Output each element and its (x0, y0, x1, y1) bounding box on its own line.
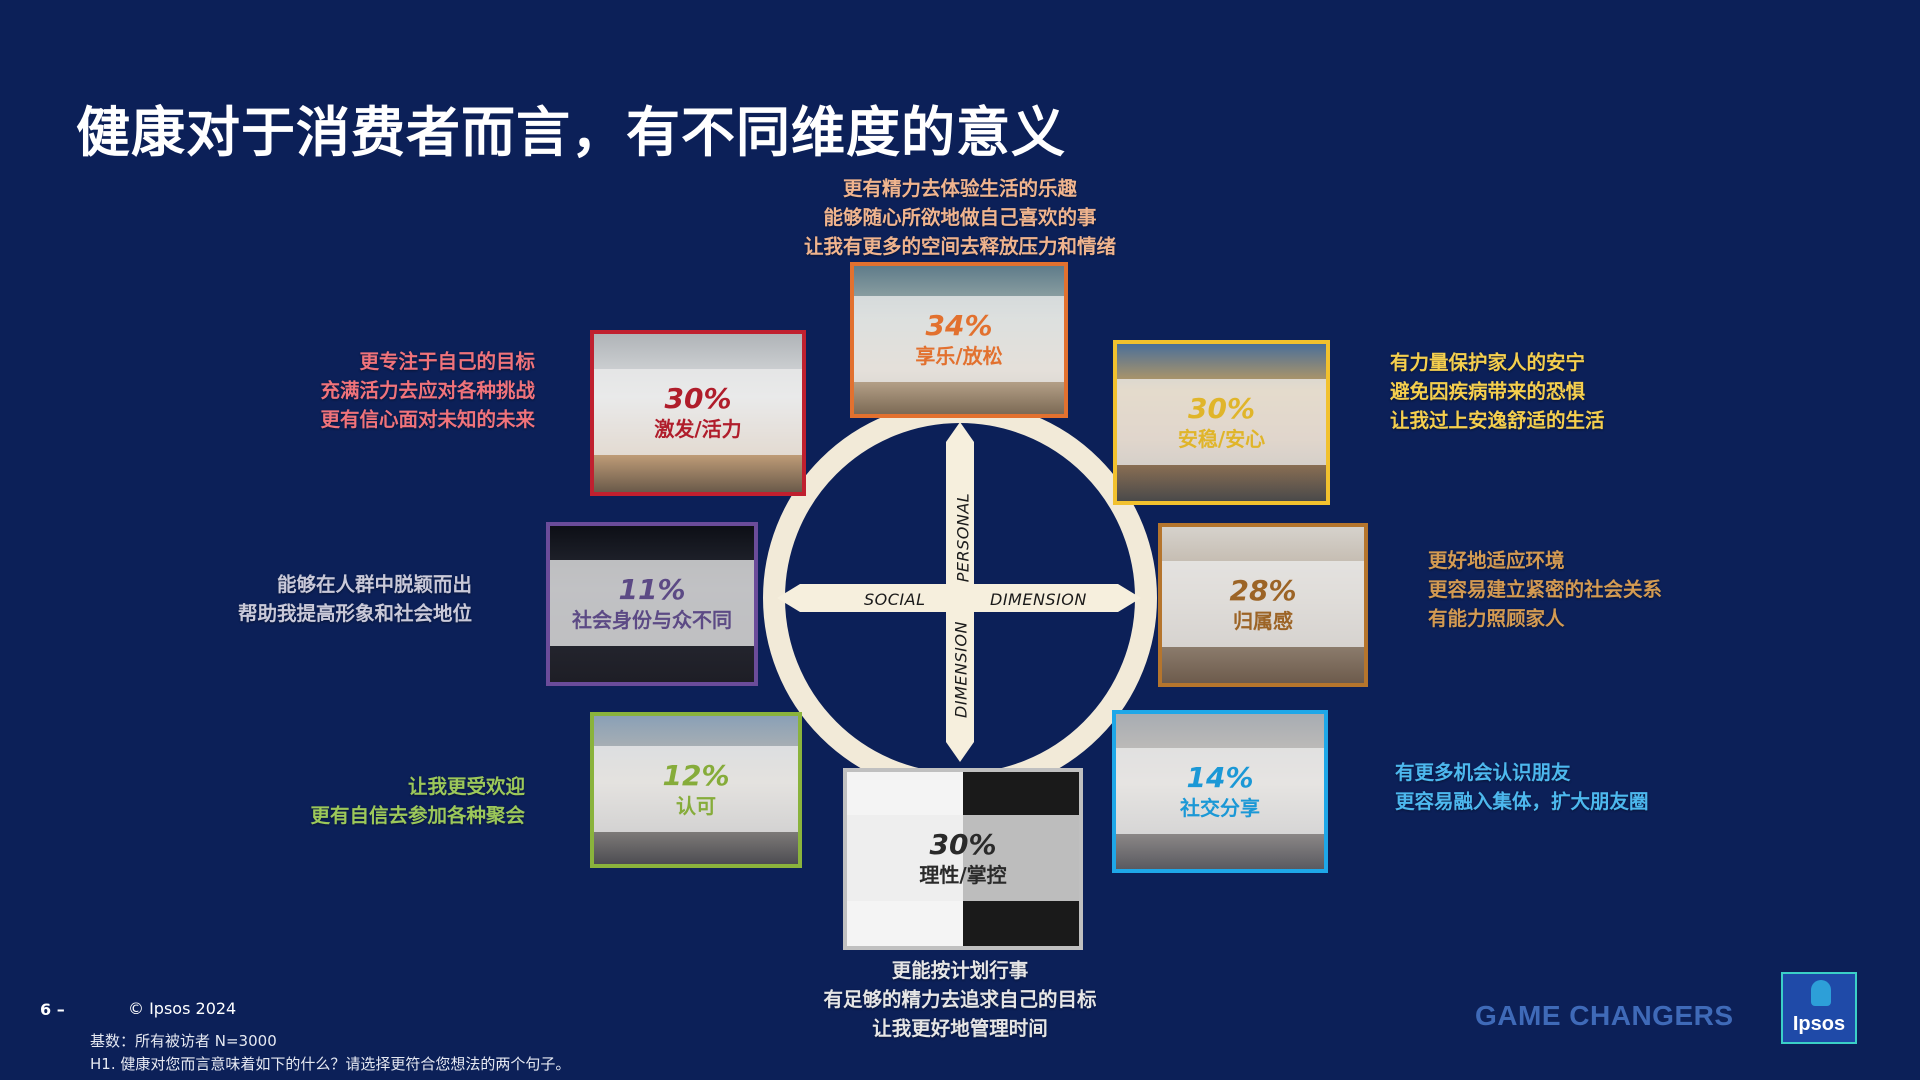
desc-social-share-line-1: 有更多机会认识朋友 (1395, 761, 1571, 784)
footer-question-note: H1. 健康对您而言意味着如下的什么？请选择更符合您想法的两个句子。 (90, 1055, 571, 1073)
desc-stable-line-1: 有力量保护家人的安宁 (1390, 351, 1586, 374)
desc-stable: 有力量保护家人的安宁 避免因疾病带来的恐惧 让我过上安逸舒适的生活 (1390, 348, 1605, 435)
desc-stable-line-3: 让我过上安逸舒适的生活 (1390, 409, 1605, 432)
pct-approval: 12% (662, 759, 730, 792)
desc-social-share: 有更多机会认识朋友 更容易融入集体，扩大朋友圈 (1395, 758, 1649, 816)
desc-enjoy-line-1: 更有精力去体验生活的乐趣 (842, 177, 1077, 200)
label-rational: 理性/掌控 (919, 863, 1007, 887)
desc-enjoy-line-3: 让我有更多的空间去释放压力和情绪 (803, 235, 1116, 258)
pct-social-share: 14% (1186, 760, 1254, 794)
desc-motivate: 更专注于自己的目标 充满活力去应对各种挑战 更有信心面对未知的未来 (235, 347, 535, 434)
axis-label-dimension-vertical: DIMENSION (951, 621, 971, 718)
desc-rational-line-2: 有足够的精力去追求自己的目标 (823, 988, 1097, 1011)
band-social-share: 14% 社交分享 (1116, 747, 1324, 834)
card-enjoy: 34% 享乐/放松 (850, 262, 1068, 418)
label-approval: 认可 (676, 794, 716, 818)
desc-belong-line-1: 更好地适应环境 (1428, 549, 1565, 572)
desc-rational: 更能按计划行事 有足够的精力去追求自己的目标 让我更好地管理时间 (780, 956, 1140, 1043)
card-approval: 12% 认可 (590, 712, 802, 868)
axis-label-social: SOCIAL (864, 590, 926, 609)
vertical-axis-arrow (946, 422, 974, 762)
footer-base-note: 基数：所有被访者 N=3000 (90, 1032, 277, 1050)
desc-approval-line-2: 更有自信去参加各种聚会 (310, 804, 525, 827)
label-enjoy: 享乐/放松 (915, 344, 1003, 368)
pct-stable: 30% (1187, 391, 1256, 425)
desc-belong: 更好地适应环境 更容易建立紧密的社会关系 有能力照顾家人 (1428, 546, 1662, 633)
pct-enjoy: 34% (925, 309, 993, 342)
desc-approval-line-1: 让我更受欢迎 (407, 775, 525, 798)
label-belong: 归属感 (1233, 609, 1293, 633)
desc-motivate-line-3: 更有信心面对未知的未来 (320, 408, 535, 431)
axis-label-personal: PERSONAL (953, 492, 973, 583)
card-status: 11% 社会身份与众不同 (546, 522, 758, 686)
band-enjoy: 34% 享乐/放松 (854, 296, 1064, 382)
desc-motivate-line-1: 更专注于自己的目标 (359, 350, 535, 373)
desc-belong-line-3: 有能力照顾家人 (1428, 607, 1565, 630)
card-stable: 30% 安稳/安心 (1113, 340, 1330, 505)
desc-approval: 让我更受欢迎 更有自信去参加各种聚会 (245, 772, 525, 830)
band-status: 11% 社会身份与众不同 (550, 560, 754, 646)
pct-rational: 30% (929, 828, 997, 861)
ipsos-logo-mark-icon (1811, 980, 1831, 1006)
band-belong: 28% 归属感 (1162, 561, 1364, 647)
label-status: 社会身份与众不同 (572, 608, 732, 632)
desc-status-line-2: 帮助我提高形象和社会地位 (237, 602, 472, 625)
label-motivate: 激发/活力 (654, 417, 742, 441)
desc-enjoy: 更有精力去体验生活的乐趣 能够随心所欲地做自己喜欢的事 让我有更多的空间去释放压… (780, 174, 1140, 261)
ipsos-logo: Ipsos (1781, 972, 1857, 1044)
copyright: © Ipsos 2024 (128, 999, 237, 1018)
pct-motivate: 30% (664, 382, 732, 415)
card-social-share: 14% 社交分享 (1112, 710, 1328, 873)
label-stable: 安稳/安心 (1177, 426, 1266, 451)
desc-belong-line-2: 更容易建立紧密的社会关系 (1428, 578, 1663, 601)
pct-status: 11% (618, 573, 686, 606)
axis-label-dimension-horizontal: DIMENSION (990, 590, 1087, 609)
desc-stable-line-2: 避免因疾病带来的恐惧 (1390, 380, 1586, 403)
card-motivate: 30% 激发/活力 (590, 330, 806, 496)
card-belong: 28% 归属感 (1158, 523, 1368, 687)
card-rational: 30% 理性/掌控 (843, 768, 1083, 950)
desc-rational-line-1: 更能按计划行事 (891, 959, 1029, 982)
desc-enjoy-line-2: 能够随心所欲地做自己喜欢的事 (823, 206, 1097, 229)
game-changers-tagline: GAME CHANGERS (1475, 1000, 1734, 1031)
band-approval: 12% 认可 (594, 746, 798, 832)
band-motivate: 30% 激发/活力 (594, 369, 802, 455)
desc-status: 能够在人群中脱颖而出 帮助我提高形象和社会地位 (172, 570, 472, 628)
desc-status-line-1: 能够在人群中脱颖而出 (276, 573, 472, 596)
band-rational: 30% 理性/掌控 (847, 815, 1079, 901)
page-title: 健康对于消费者而言，有不同维度的意义 (76, 101, 1066, 164)
band-stable: 30% 安稳/安心 (1117, 378, 1326, 465)
label-social-share: 社交分享 (1180, 795, 1260, 820)
pct-belong: 28% (1229, 574, 1297, 607)
desc-rational-line-3: 让我更好地管理时间 (872, 1017, 1048, 1040)
desc-motivate-line-2: 充满活力去应对各种挑战 (320, 379, 535, 402)
ipsos-logo-text: Ipsos (1792, 1013, 1846, 1035)
desc-social-share-line-2: 更容易融入集体，扩大朋友圈 (1395, 790, 1649, 813)
page-number: 6 – (40, 1000, 65, 1019)
